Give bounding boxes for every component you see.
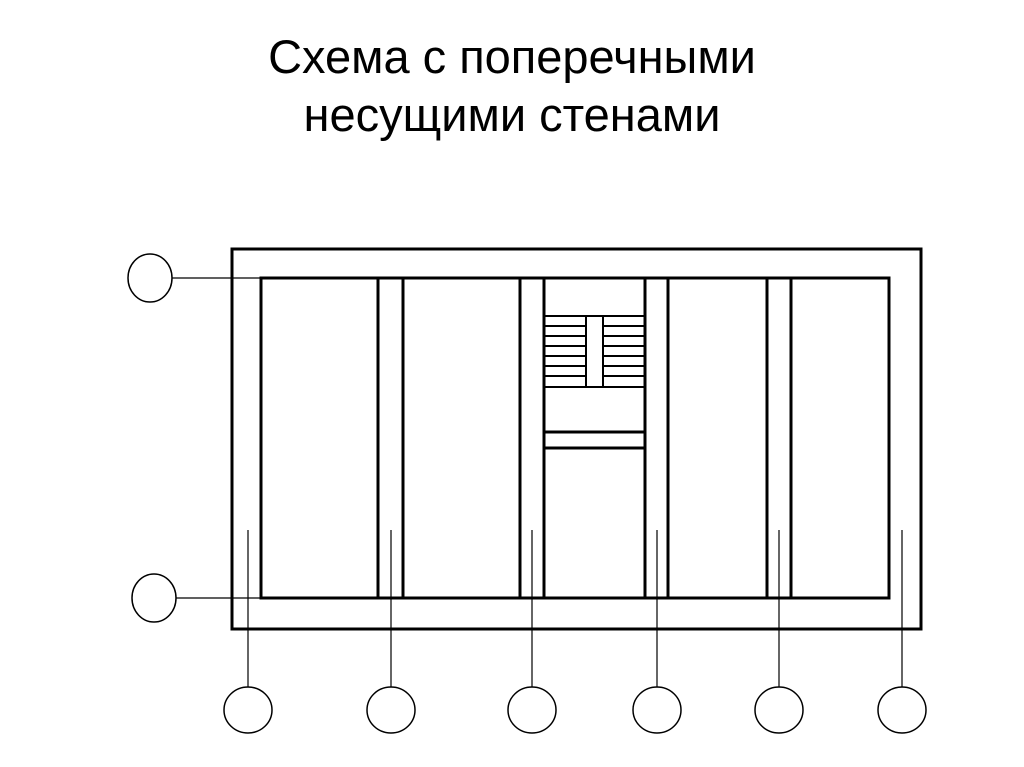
axis-marker-h1: [127, 253, 173, 303]
inner-wall-contour: [259, 276, 891, 600]
axis-markers: [127, 253, 927, 734]
stair-landing-wall: [544, 430, 645, 450]
axis-marker-h2: [131, 573, 177, 623]
slide-title-line-2: несущими стенами: [303, 88, 721, 141]
slide-title-line-1: Схема с поперечными: [268, 30, 756, 83]
axis-lines: [172, 277, 903, 687]
axis-marker-v2: [366, 686, 416, 734]
axis-marker-v5: [754, 686, 804, 734]
transverse-wall-1: [376, 278, 405, 598]
slide-title: Схема с поперечными несущими стенами: [0, 28, 1024, 144]
outer-wall: [230, 247, 923, 631]
axis-marker-v6: [877, 686, 927, 734]
axis-marker-v3: [507, 686, 557, 734]
staircase: [543, 315, 646, 388]
axis-marker-v1: [223, 686, 273, 734]
transverse-wall-4: [765, 278, 793, 598]
axis-marker-v4: [632, 686, 682, 734]
